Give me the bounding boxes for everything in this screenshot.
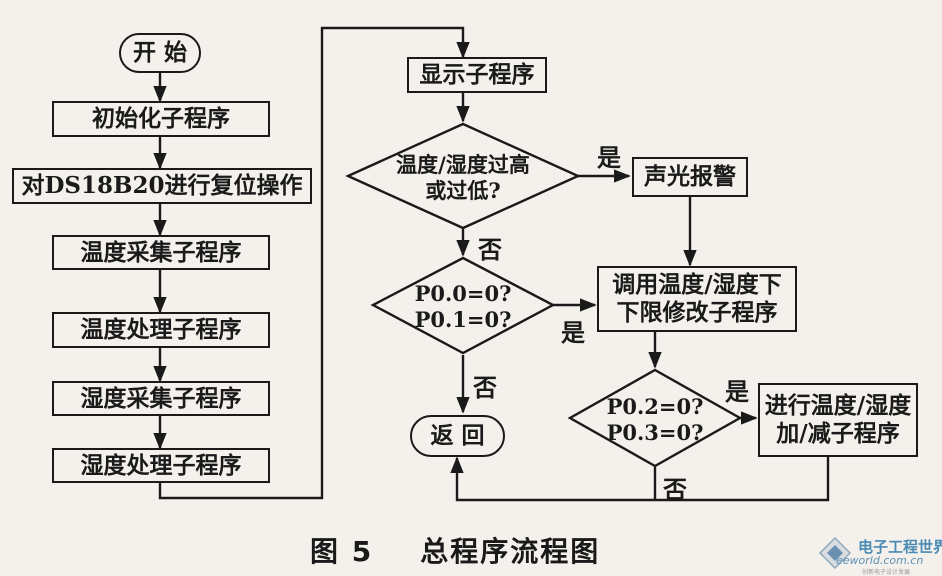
no-label-limit: 否 <box>478 235 502 264</box>
arrow-loop-return <box>450 456 830 502</box>
decision-limit-diamond <box>345 122 581 230</box>
watermark-site-en: eeworld.com.cn <box>836 554 924 567</box>
decision-p01-text: P0.0=0? P0.1=0? <box>393 281 533 334</box>
decision-p23-diamond <box>567 368 743 468</box>
decision-limit-line1: 温度/湿度过高 <box>396 152 530 177</box>
hum-proc-label: 湿度处理子程序 <box>80 451 242 479</box>
reset-label: 对DS18B20进行复位操作 <box>21 172 303 200</box>
decision-p01-diamond <box>370 256 556 355</box>
modify-limits-box: 调用温度/湿度下 下限修改子程序 <box>597 266 797 332</box>
decision-limit-line2: 或过低? <box>425 178 501 204</box>
figure-caption: 图 5 总程序流程图 <box>310 535 601 568</box>
hum-acq-label: 湿度采集子程序 <box>80 384 242 412</box>
init-box: 初始化子程序 <box>52 101 270 137</box>
decision-p23-text: P0.2=0? P0.3=0? <box>590 394 720 447</box>
inc-dec-line1: 进行温度/湿度 <box>764 392 912 420</box>
temp-acq-label: 温度采集子程序 <box>80 238 242 266</box>
arrow-humproc-display <box>158 26 470 500</box>
start-label: 开 始 <box>132 39 187 67</box>
hum-proc-box: 湿度处理子程序 <box>52 448 270 483</box>
start-node: 开 始 <box>119 33 201 73</box>
eeworld-logo-icon <box>818 536 852 570</box>
return-node: 返 回 <box>410 415 505 457</box>
decision-p23-line2: P0.3=0? <box>606 420 704 446</box>
display-box: 显示子程序 <box>407 57 547 93</box>
modify-limits-line1: 调用温度/湿度下 <box>612 271 782 299</box>
watermark-site-cn: 电子工程世界 <box>858 538 942 556</box>
inc-dec-box: 进行温度/湿度 加/减子程序 <box>758 383 918 457</box>
init-label: 初始化子程序 <box>92 105 230 133</box>
temp-proc-box: 温度处理子程序 <box>52 312 270 348</box>
no-label-p23: 否 <box>663 475 687 504</box>
alarm-box: 声光报警 <box>632 157 748 197</box>
yes-label-p01: 是 <box>561 318 585 347</box>
yes-label-p23: 是 <box>725 377 749 406</box>
display-label: 显示子程序 <box>419 61 535 89</box>
yes-label-limit: 是 <box>597 143 621 172</box>
hum-acq-box: 湿度采集子程序 <box>52 381 270 416</box>
decision-p01-line1: P0.0=0? <box>414 281 512 306</box>
inc-dec-line2: 加/减子程序 <box>776 420 900 447</box>
temp-acq-box: 温度采集子程序 <box>52 235 270 270</box>
temp-proc-label: 温度处理子程序 <box>80 316 242 344</box>
decision-p23-line1: P0.2=0? <box>606 394 704 419</box>
watermark-tagline: 创新电子设计发展 <box>862 569 911 576</box>
watermark: 电子工程世界 eeworld.com.cn 创新电子设计发展 <box>818 536 942 576</box>
decision-limit-text: 温度/湿度过高 或过低? <box>373 152 553 205</box>
modify-limits-line2: 下限修改子程序 <box>616 299 778 326</box>
reset-box: 对DS18B20进行复位操作 <box>12 168 312 204</box>
return-label: 返 回 <box>430 422 485 450</box>
alarm-label: 声光报警 <box>644 163 736 191</box>
decision-p01-line2: P0.1=0? <box>414 307 512 333</box>
no-label-p01: 否 <box>473 373 497 402</box>
